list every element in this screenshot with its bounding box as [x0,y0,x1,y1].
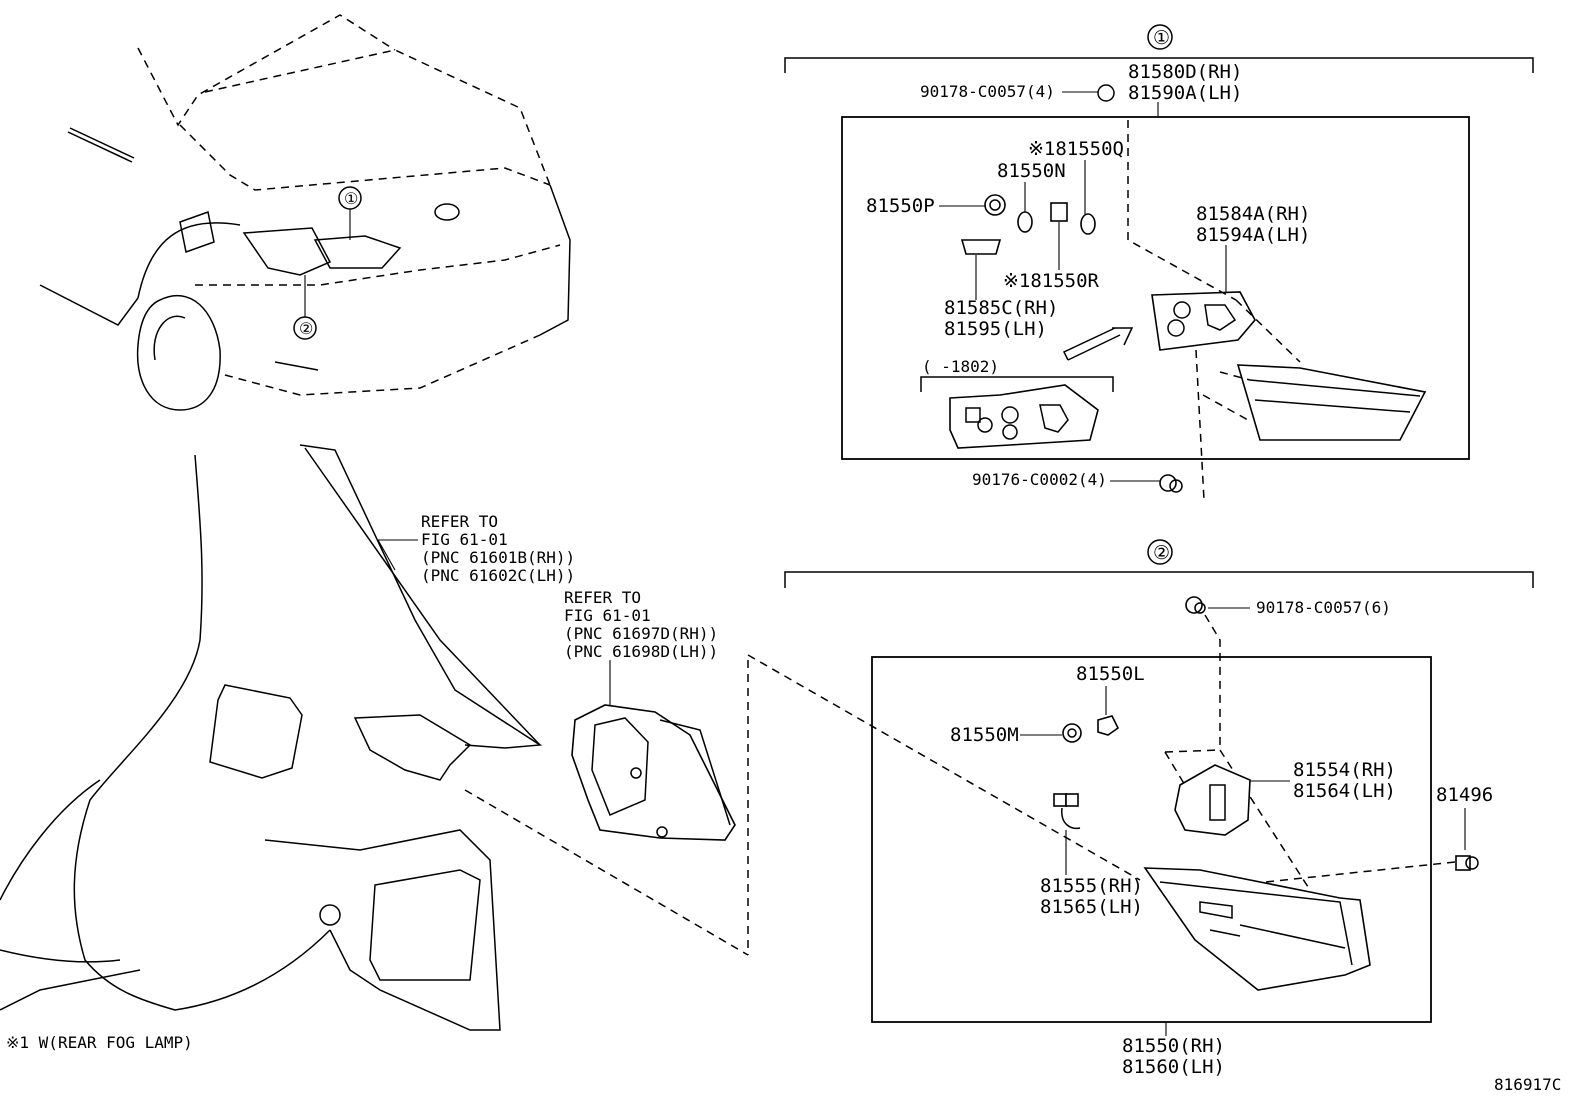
wire-81565: 81565(LH) [1040,896,1143,918]
gasket-81564: 81564(LH) [1293,780,1396,802]
callout-1-car: ① [344,189,358,208]
svg-text:FIG 61-01: FIG 61-01 [421,530,508,549]
section-1-inner-lamp: ① 81580D(RH) 81590A(LH) 90178-C0057(4) ※… [784,24,1534,501]
socket-81550P: 81550P [866,195,935,217]
car-rear-view: ① ② [39,14,571,411]
socket-81550R: ※181550R [1003,270,1100,292]
callout-2-car: ② [299,319,313,338]
wire-81555: 81555(RH) [1040,875,1143,897]
bulb-81550N: 81550N [997,160,1066,182]
svg-text:REFER TO: REFER TO [421,512,498,531]
screw-90176: 90176-C0002(4) [972,470,1107,489]
date-range: ( -1802) [922,357,999,376]
svg-text:REFER TO: REFER TO [564,588,641,607]
screw-90178-section2: 90178-C0057(6) [1256,598,1391,617]
quarter-panel [0,444,543,1031]
svg-text:FIG 61-01: FIG 61-01 [564,606,651,625]
svg-text:(PNC 61697D(RH)): (PNC 61697D(RH)) [564,624,718,643]
callout-1: ① [1153,27,1170,49]
diagram-id: 816917C [1494,1075,1561,1094]
wire-81595: 81595(LH) [944,318,1047,340]
gasket-81584A: 81584A(RH) [1196,203,1310,225]
lamp-81550: 81550(RH) [1122,1035,1225,1057]
reference-fig-61-01-b: REFER TO FIG 61-01 (PNC 61697D(RH)) (PNC… [464,588,1141,956]
callout-2: ② [1153,542,1170,564]
section-1-box [841,116,1470,460]
gasket-81594A: 81594A(LH) [1196,224,1310,246]
section-2-outer-lamp: ② 90178-C0057(6) 81550L 81550M 81554(RH)… [784,539,1534,1078]
footnote: ※1 W(REAR FOG LAMP) [6,1033,193,1052]
bulb-81550L: 81550L [1076,663,1145,685]
part-81580D: 81580D(RH) [1128,61,1242,83]
lamp-81560: 81560(LH) [1122,1056,1225,1078]
bulb-81550Q: ※181550Q [1028,138,1124,160]
reference-fig-61-01-a: REFER TO FIG 61-01 (PNC 61601B(RH)) (PNC… [377,512,575,585]
clip-81496: 81496 [1436,784,1493,806]
svg-text:(PNC 61602C(LH)): (PNC 61602C(LH)) [421,566,575,585]
svg-text:(PNC 61601B(RH)): (PNC 61601B(RH)) [421,548,575,567]
section-2-box [871,656,1432,1023]
wire-81585C: 81585C(RH) [944,297,1058,319]
svg-text:(PNC 61698D(LH)): (PNC 61698D(LH)) [564,642,718,661]
screw-90178-top: 90178-C0057(4) [920,82,1055,101]
socket-81550M: 81550M [950,724,1019,746]
gasket-81554: 81554(RH) [1293,759,1396,781]
part-81590A: 81590A(LH) [1128,82,1242,104]
